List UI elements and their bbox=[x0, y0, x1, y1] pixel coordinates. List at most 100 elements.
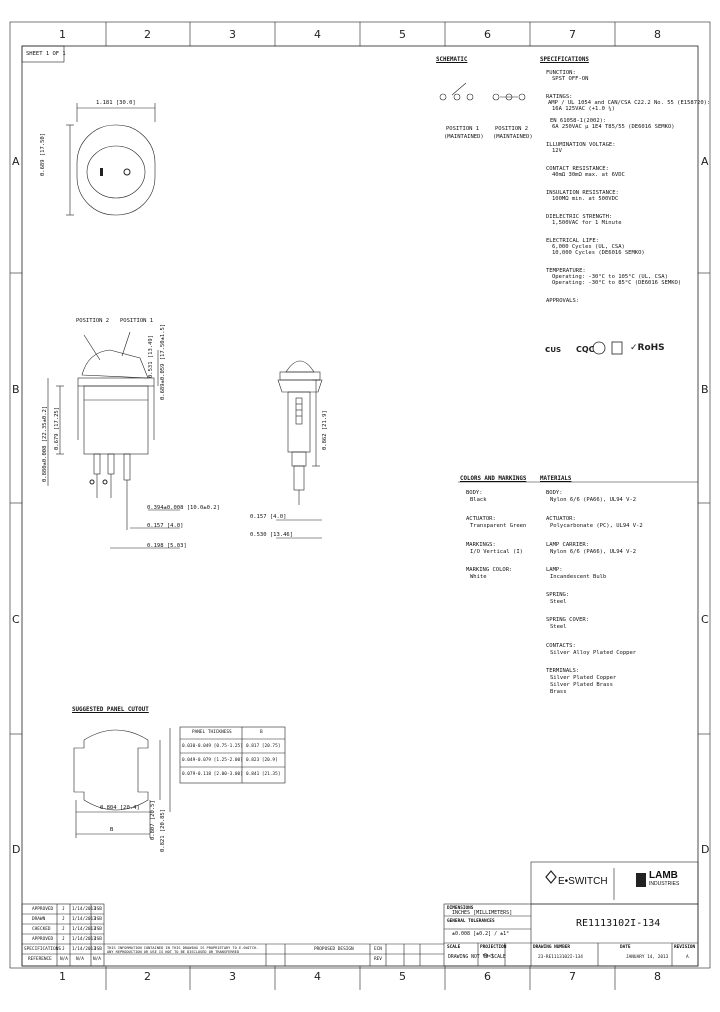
lamb-sub: INDUSTRIES bbox=[649, 881, 680, 887]
spec-value: SPST OFF-ON bbox=[552, 76, 589, 82]
ecn-label: ECN bbox=[374, 947, 382, 952]
revision-label: REVISION bbox=[674, 945, 696, 950]
color-label: ACTUATOR: bbox=[466, 516, 496, 522]
color-value: Black bbox=[470, 497, 487, 503]
spec-label: APPROVALS: bbox=[546, 298, 580, 304]
colors-title: COLORS AND MARKINGS bbox=[460, 476, 527, 482]
rev-label: REV bbox=[374, 957, 382, 962]
rev-row-1-init: J bbox=[62, 907, 65, 912]
top-view-height-dim: 0.689 [17.50] bbox=[40, 132, 46, 176]
spec-value: AMP / UL 1054 and CAN/CSA C22.2 No. 55 (… bbox=[548, 100, 711, 106]
material-label: SPRING: bbox=[546, 592, 570, 598]
tolerance-value: ±0.008 [±0.2] / ±1° bbox=[452, 931, 510, 937]
ul-logo: cUS bbox=[545, 345, 561, 355]
cutout-dim-v1: 0.807 [20.5] bbox=[150, 800, 156, 840]
rev-row-1-date: 1/14/2013 bbox=[72, 907, 96, 912]
material-label: LAMP CARRIER: bbox=[546, 542, 590, 548]
zone-col-3: 3 bbox=[229, 28, 236, 41]
side-dim-7: 0.198 [5.03] bbox=[147, 543, 187, 549]
zone-col-5: 5 bbox=[399, 28, 406, 41]
rev-row-3-label: CHECKED bbox=[32, 927, 51, 932]
zone-row-b-right: B bbox=[701, 383, 709, 396]
zone-col-4-bottom: 4 bbox=[314, 970, 321, 983]
spec-label: ILLUMINATION VOLTAGE: bbox=[546, 142, 616, 148]
material-value: Incandescent Bulb bbox=[550, 574, 607, 580]
side-dim-6: 0.157 [4.0] bbox=[147, 523, 184, 529]
specifications-list: FUNCTION: SPST OFF-ON RATINGS: AMP / UL … bbox=[546, 70, 711, 304]
front-dim-2: 0.157 [4.0] bbox=[250, 514, 287, 520]
rev-row-6-by: N/A bbox=[93, 957, 101, 962]
zone-col-6-bottom: 6 bbox=[484, 970, 491, 983]
panel-cutout-title: SUGGESTED PANEL CUTOUT bbox=[72, 707, 149, 713]
cutout-row-1-b: 0.817 [20.75] bbox=[246, 744, 281, 749]
tolerance-label: GENERAL TOLERANCES bbox=[447, 919, 495, 924]
spec-value: 6,000 Cycles (UL, CSA) bbox=[552, 244, 625, 250]
material-label: CONTACTS: bbox=[546, 643, 576, 649]
scale-label: SCALE bbox=[447, 945, 461, 950]
spec-label: ELECTRICAL LIFE: bbox=[546, 238, 599, 244]
spec-value: 100MΩ min. at 500VDC bbox=[552, 196, 619, 202]
spec-value: 16A 125VAC (+1.0 ¼) bbox=[552, 106, 615, 112]
rev-row-2-by: JSB bbox=[94, 917, 102, 922]
material-label: ACTUATOR: bbox=[546, 516, 576, 522]
schematic-pos1-sub: (MAINTAINED) bbox=[444, 134, 484, 140]
spec-value: 12V bbox=[552, 148, 562, 154]
schematic-pos1: POSITION 1 bbox=[446, 126, 480, 132]
material-label: SPRING COVER: bbox=[546, 617, 590, 623]
color-value: I/O Vertical (I) bbox=[470, 549, 523, 555]
rev-row-6-date: N/A bbox=[76, 957, 84, 962]
spec-value: 6A 250VAC μ 1E4 T85/55 (DE6016 SEMKO) bbox=[552, 124, 675, 130]
spec-label: TEMPERATURE: bbox=[546, 268, 586, 274]
rev-row-5-label: SPECIFICATIONS bbox=[24, 947, 62, 952]
zone-row-d: D bbox=[12, 843, 21, 856]
material-label: BODY: bbox=[546, 490, 563, 496]
rev-row-5-by: JSB bbox=[94, 947, 102, 952]
lamb-name: LAMB bbox=[649, 870, 678, 881]
cutout-header-thickness: PANEL THICKNESS bbox=[192, 730, 232, 735]
cutout-row-2-thickness: 0.049-0.079 [1.25-2.00] bbox=[182, 758, 243, 763]
cutout-dim-b: B bbox=[110, 827, 114, 833]
rev-row-6-label: REFERENCE bbox=[28, 957, 52, 962]
spec-value: 40mΩ 30mΩ max. at 6VDC bbox=[552, 172, 625, 178]
zone-row-b: B bbox=[12, 383, 20, 396]
spec-value: Operating: -30°C to 105°C (UL, CSA) bbox=[552, 274, 668, 280]
spec-value: Operating: -30°C to 85°C (DE6016 SEMKO) bbox=[552, 280, 682, 286]
spec-label: DIELECTRIC STRENGTH: bbox=[546, 214, 613, 220]
zone-row-d-right: D bbox=[701, 843, 710, 856]
material-label: TERMINALS: bbox=[546, 668, 580, 674]
rev-row-2-label: DRAWN bbox=[32, 917, 46, 922]
cqc-logo: CQC bbox=[576, 345, 595, 354]
color-value: Transparent Green bbox=[470, 523, 527, 529]
units-label: DIMENSIONS bbox=[447, 906, 474, 911]
zone-col-8-bottom: 8 bbox=[654, 970, 661, 983]
zone-col-1: 1 bbox=[59, 28, 66, 41]
cutout-row-1-thickness: 0.030-0.049 [0.75-1.25] bbox=[182, 744, 243, 749]
rev-row-4-date: 1/14/2013 bbox=[72, 937, 96, 942]
zone-row-a-right: A bbox=[701, 155, 709, 168]
lamb-logo: LAMB INDUSTRIES bbox=[649, 870, 680, 888]
drawing-number: 23-RE1113102I-134 bbox=[538, 955, 583, 960]
front-dim-1: 0.862 [21.9] bbox=[322, 410, 328, 450]
zone-col-6: 6 bbox=[484, 28, 491, 41]
date-label: DATE bbox=[620, 945, 631, 950]
spec-label: CONTACT RESISTANCE: bbox=[546, 166, 609, 172]
rohs-logo: ✓RoHS bbox=[630, 343, 665, 353]
rev-row-3-by: JSB bbox=[94, 927, 102, 932]
material-value: Steel bbox=[550, 624, 567, 630]
units-value: INCHES [MILLIMETERS] bbox=[452, 910, 513, 916]
material-value: Steel bbox=[550, 599, 567, 605]
zone-row-a: A bbox=[12, 155, 20, 168]
rev-row-3-date: 1/14/2013 bbox=[72, 927, 96, 932]
spec-label: RATINGS: bbox=[546, 94, 573, 100]
rev-row-1-label: APPROVED bbox=[32, 907, 54, 912]
material-value: Polycarbonate (PC), UL94 V-2 bbox=[550, 523, 643, 529]
rev-row-4-label: APPROVED bbox=[32, 937, 54, 942]
specifications-title: SPECIFICATIONS bbox=[540, 57, 589, 63]
materials-title: MATERIALS bbox=[540, 476, 572, 482]
projection-icon: ⊖◁ bbox=[483, 951, 493, 960]
material-label: LAMP: bbox=[546, 567, 563, 573]
schematic-pos2: POSITION 2 bbox=[495, 126, 529, 132]
front-dim-3: 0.530 [13.46] bbox=[250, 532, 294, 538]
material-value: Brass bbox=[550, 689, 567, 695]
